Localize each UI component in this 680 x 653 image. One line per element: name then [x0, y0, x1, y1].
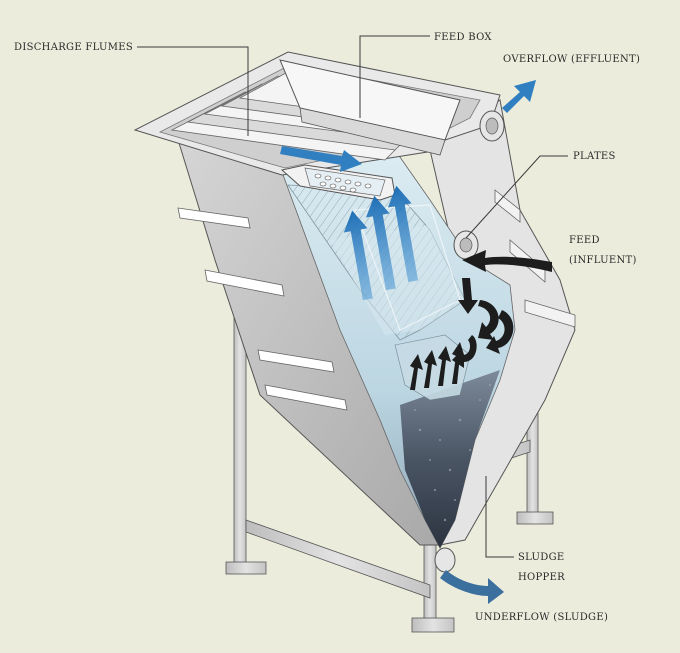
top-flume-frame	[133, 51, 505, 201]
small-up-arrows	[410, 342, 465, 390]
flume-orifices	[314, 173, 372, 193]
wall-stiffeners	[177, 207, 348, 411]
foot-back-right	[516, 511, 554, 525]
cross-brace-bottom	[245, 519, 431, 599]
leader-lines	[137, 35, 568, 558]
label-discharge-flumes: DISCHARGE FLUMES	[14, 42, 133, 53]
label-feed-box: FEED BOX	[434, 32, 492, 43]
flow-arrows	[280, 80, 552, 604]
foot-front-right	[411, 617, 455, 633]
underflow-arrow	[440, 570, 504, 604]
label-influent: (INFLUENT)	[569, 255, 637, 266]
sludge-layer	[400, 370, 500, 548]
flume-flow-arrow	[280, 146, 362, 172]
curl-arrow-2	[486, 310, 514, 354]
upflow-arrows	[343, 185, 419, 301]
label-underflow: UNDERFLOW (SLUDGE)	[475, 612, 608, 623]
overflow-arrow	[502, 80, 536, 113]
label-hopper: HOPPER	[518, 572, 565, 583]
label-plates: PLATES	[573, 151, 616, 162]
feed-down-arrow	[458, 278, 478, 314]
underflow-flange	[434, 547, 456, 573]
labels: DISCHARGE FLUMES FEED BOX OVERFLOW (EFFL…	[14, 32, 640, 623]
label-feed: FEED	[569, 235, 600, 246]
feed-arrow	[462, 250, 552, 272]
label-sludge: SLUDGE	[518, 552, 564, 563]
sludge-texture	[414, 383, 492, 522]
foot-front-left	[225, 561, 267, 575]
curl-arrow-1	[478, 300, 499, 340]
label-overflow: OVERFLOW (EFFLUENT)	[503, 54, 640, 65]
